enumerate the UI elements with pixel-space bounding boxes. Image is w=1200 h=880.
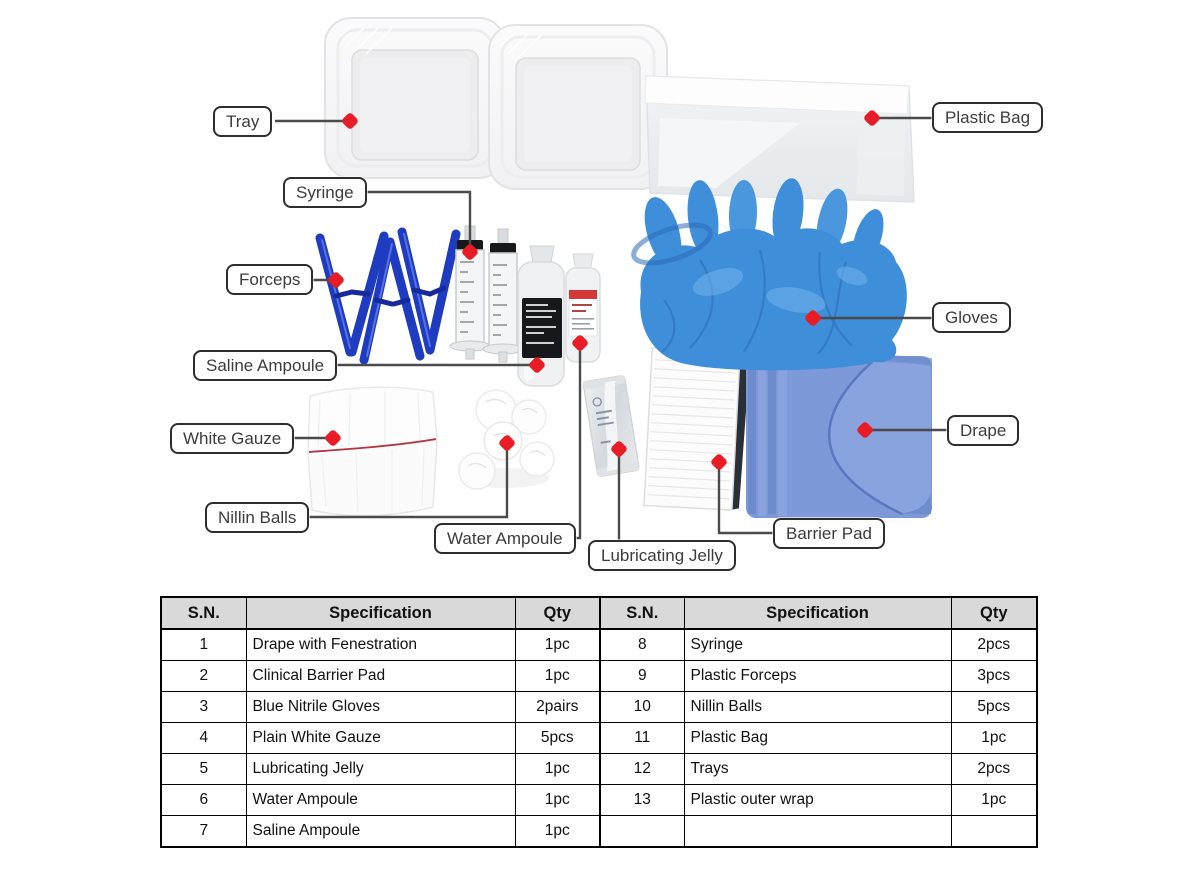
table-row: 1 Drape with Fenestration 1pc 8 Syringe … [160,628,1038,661]
callout-nillin-balls: Nillin Balls [205,502,310,533]
plastic-bag-shape [644,75,915,203]
qty-cell: 1pc [950,784,1038,816]
marker-dots [325,110,880,470]
spec-table: S.N. Specification Qty S.N. Specificatio… [160,596,1038,848]
spec-cell: Water Ampoule [245,784,516,816]
table-row: 7 Saline Ampoule 1pc [160,815,1038,848]
sn-cell [599,815,685,848]
qty-cell: 5pcs [950,691,1038,723]
callout-syringe: Syringe [283,177,367,208]
table-row: 4 Plain White Gauze 5pcs 11 Plastic Bag … [160,722,1038,754]
qty-cell: 2pcs [950,753,1038,785]
callout-water-ampoule: Water Ampoule [434,523,576,554]
forceps-shape [315,227,461,365]
qty-cell: 1pc [514,784,601,816]
qty-cell: 1pc [514,660,601,692]
sn-cell: 10 [599,691,685,723]
marker-dot-water [572,335,588,351]
spec-cell: Plain White Gauze [245,722,516,754]
spec-cell: Syringe [683,628,952,661]
qty-cell: 2pairs [514,691,601,723]
sn-cell: 11 [599,722,685,754]
header-spec-left: Specification [245,596,516,630]
qty-cell [950,815,1038,848]
saline-ampoule-shape [517,245,565,387]
spec-cell: Drape with Fenestration [245,628,516,661]
marker-dot-syringe [462,244,478,260]
sn-cell: 9 [599,660,685,692]
spec-cell: Clinical Barrier Pad [245,660,516,692]
barrier-pad-shape [643,346,750,511]
header-qty-right: Qty [950,596,1038,630]
qty-cell: 1pc [514,815,601,848]
qty-cell: 3pcs [950,660,1038,692]
marker-dot-gauze [325,430,341,446]
marker-dot-forceps [328,272,344,288]
marker-dot-saline [529,357,545,373]
marker-dot-plastic-bag [864,110,880,126]
sn-cell: 13 [599,784,685,816]
table-row: 6 Water Ampoule 1pc 13 Plastic outer wra… [160,784,1038,816]
marker-dot-gloves [805,310,821,326]
lubricating-jelly-shape [582,375,640,477]
sn-cell: 3 [160,691,247,723]
callout-white-gauze: White Gauze [170,423,295,454]
tray-right-shape [488,24,668,190]
callout-gloves: Gloves [932,302,1011,333]
callout-tray: Tray [213,106,273,137]
table-header-row: S.N. Specification Qty S.N. Specificatio… [160,596,1038,630]
sn-cell: 6 [160,784,247,816]
callout-saline-ampoule: Saline Ampoule [193,350,338,381]
qty-cell: 1pc [514,628,601,661]
gloves-shape [631,178,907,371]
table-row: 2 Clinical Barrier Pad 1pc 9 Plastic For… [160,660,1038,692]
sn-cell: 1 [160,628,247,661]
table-row: 3 Blue Nitrile Gloves 2pairs 10 Nillin B… [160,691,1038,723]
sn-cell: 2 [160,660,247,692]
sn-cell: 12 [599,753,685,785]
sn-cell: 4 [160,722,247,754]
tray-left-shape [324,17,506,179]
marker-dot-barrier [711,454,727,470]
spec-cell: Lubricating Jelly [245,753,516,785]
nillin-balls-shape [458,389,555,490]
header-spec-right: Specification [683,596,952,630]
spec-cell: Plastic Bag [683,722,952,754]
product-illustration [275,17,947,545]
sn-cell: 5 [160,753,247,785]
syringe-shapes [449,225,524,363]
marker-dot-tray [342,113,358,129]
qty-cell: 1pc [514,753,601,785]
qty-cell: 5pcs [514,722,601,754]
water-ampoule-shape [565,253,601,363]
marker-dot-drape [857,422,873,438]
marker-dot-jelly [611,441,627,457]
callout-forceps: Forceps [226,264,314,295]
callout-barrier-pad: Barrier Pad [773,518,885,549]
marker-dot-nillin [499,435,515,451]
product-photo: Tray Plastic Bag Syringe Forceps Saline … [170,17,1044,571]
callout-plastic-bag: Plastic Bag [932,102,1044,133]
spec-cell: Trays [683,753,952,785]
spec-cell: Nillin Balls [683,691,952,723]
table-row: 5 Lubricating Jelly 1pc 12 Trays 2pcs [160,753,1038,785]
drape-shape [746,354,932,518]
spec-cell [683,815,952,848]
spec-cell: Blue Nitrile Gloves [245,691,516,723]
header-sn-right: S.N. [599,596,685,630]
spec-cell: Plastic outer wrap [683,784,952,816]
header-sn-left: S.N. [160,596,247,630]
qty-cell: 2pcs [950,628,1038,661]
spec-cell: Plastic Forceps [683,660,952,692]
qty-cell: 1pc [950,722,1038,754]
white-gauze-shape [307,386,438,517]
callout-lubricating-jelly: Lubricating Jelly [588,540,736,571]
sn-cell: 7 [160,815,247,848]
spec-cell: Saline Ampoule [245,815,516,848]
header-qty-left: Qty [514,596,601,630]
callout-drape: Drape [947,415,1020,446]
sn-cell: 8 [599,628,685,661]
